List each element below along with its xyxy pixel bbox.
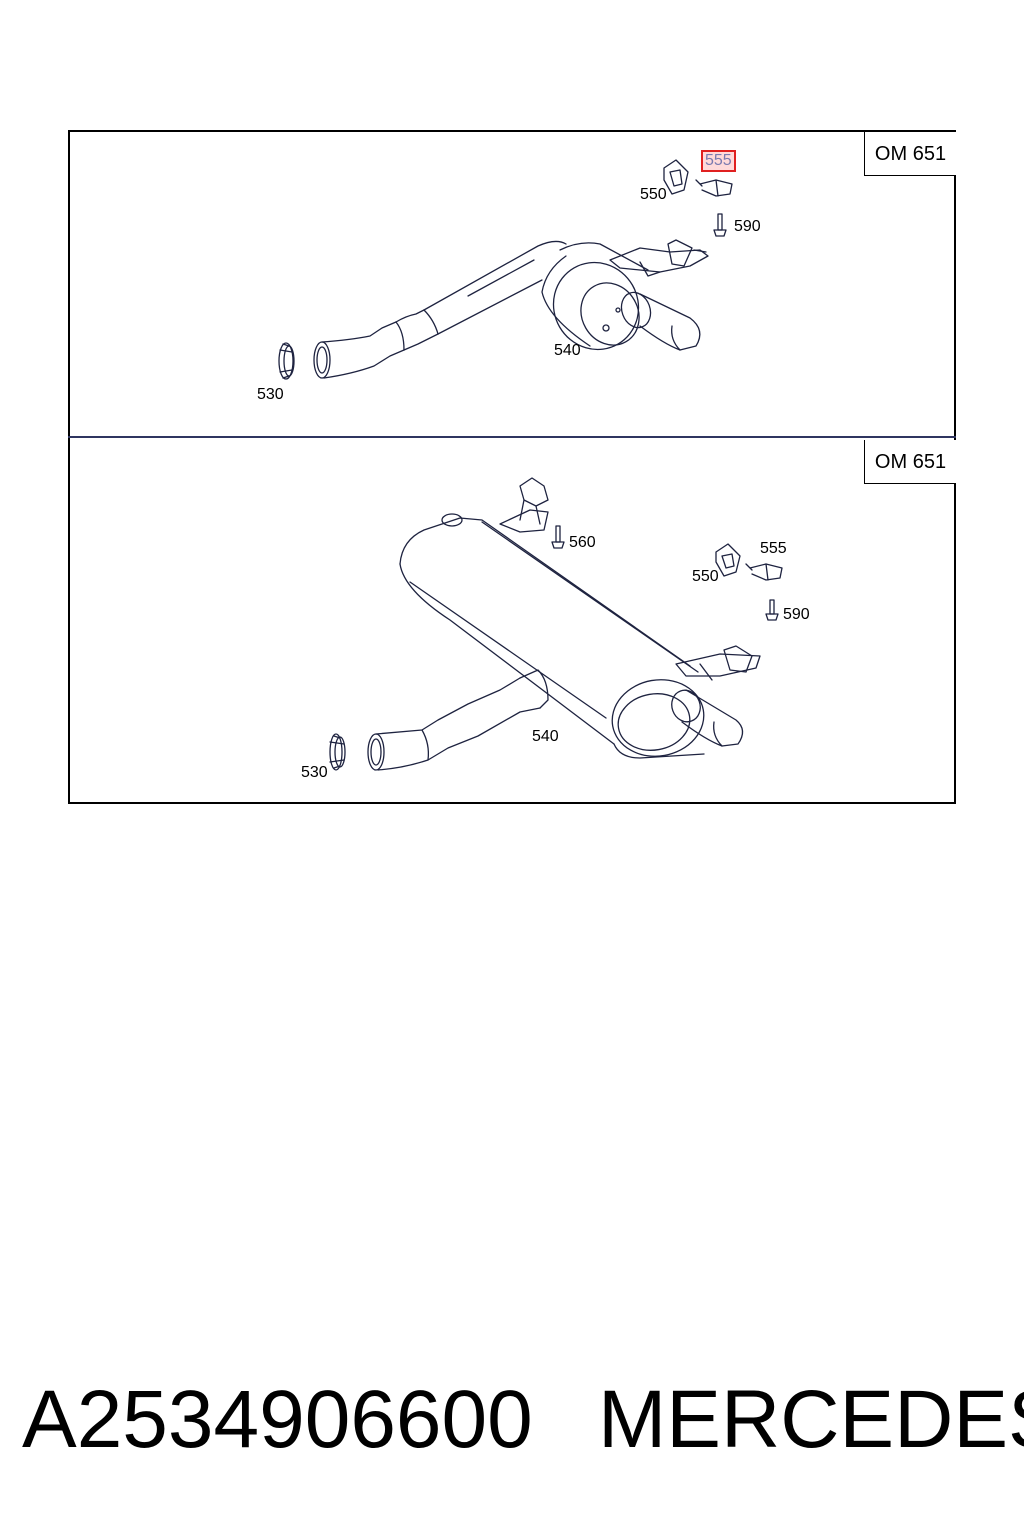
top-pipe [313, 240, 567, 379]
top-callout-540[interactable]: 540 [554, 342, 581, 359]
bottom-pipe [367, 669, 549, 771]
bottom-callout-590[interactable]: 590 [783, 606, 810, 623]
top-muffler-540 [541, 242, 701, 351]
top-clamp-530 [278, 342, 295, 380]
bottom-callout-550[interactable]: 550 [692, 568, 719, 585]
top-part-555-clamp [695, 179, 733, 197]
bottom-clamp-530 [329, 733, 346, 771]
top-callout-555-highlighted[interactable]: 555 [701, 150, 736, 172]
variant-label-bottom: OM 651 [864, 440, 956, 484]
bottom-hanger-bracket-lower [675, 645, 761, 681]
bottom-hanger-bracket-upper [499, 477, 549, 533]
part-number: A2534906600 [22, 1374, 533, 1465]
bottom-part-555-clamp [745, 563, 783, 581]
top-hanger-bracket [609, 239, 709, 277]
panel-divider [68, 436, 956, 438]
top-part-590-bolt [713, 213, 727, 237]
bottom-callout-530[interactable]: 530 [301, 764, 328, 781]
bottom-callout-555[interactable]: 555 [760, 540, 787, 557]
bottom-muffler-540 [399, 513, 744, 759]
bottom-part-590-bolt [765, 599, 779, 621]
top-callout-590[interactable]: 590 [734, 218, 761, 235]
top-part-550-rubber-mount [663, 159, 689, 195]
top-callout-530[interactable]: 530 [257, 386, 284, 403]
bottom-callout-540[interactable]: 540 [532, 728, 559, 745]
bottom-callout-560[interactable]: 560 [569, 534, 596, 551]
variant-label-top: OM 651 [864, 132, 956, 176]
bottom-part-560-bolt [551, 525, 565, 549]
top-callout-550[interactable]: 550 [640, 186, 667, 203]
bottom-part-550-rubber-mount [715, 543, 741, 577]
brand-name: MERCEDES [598, 1374, 1024, 1465]
